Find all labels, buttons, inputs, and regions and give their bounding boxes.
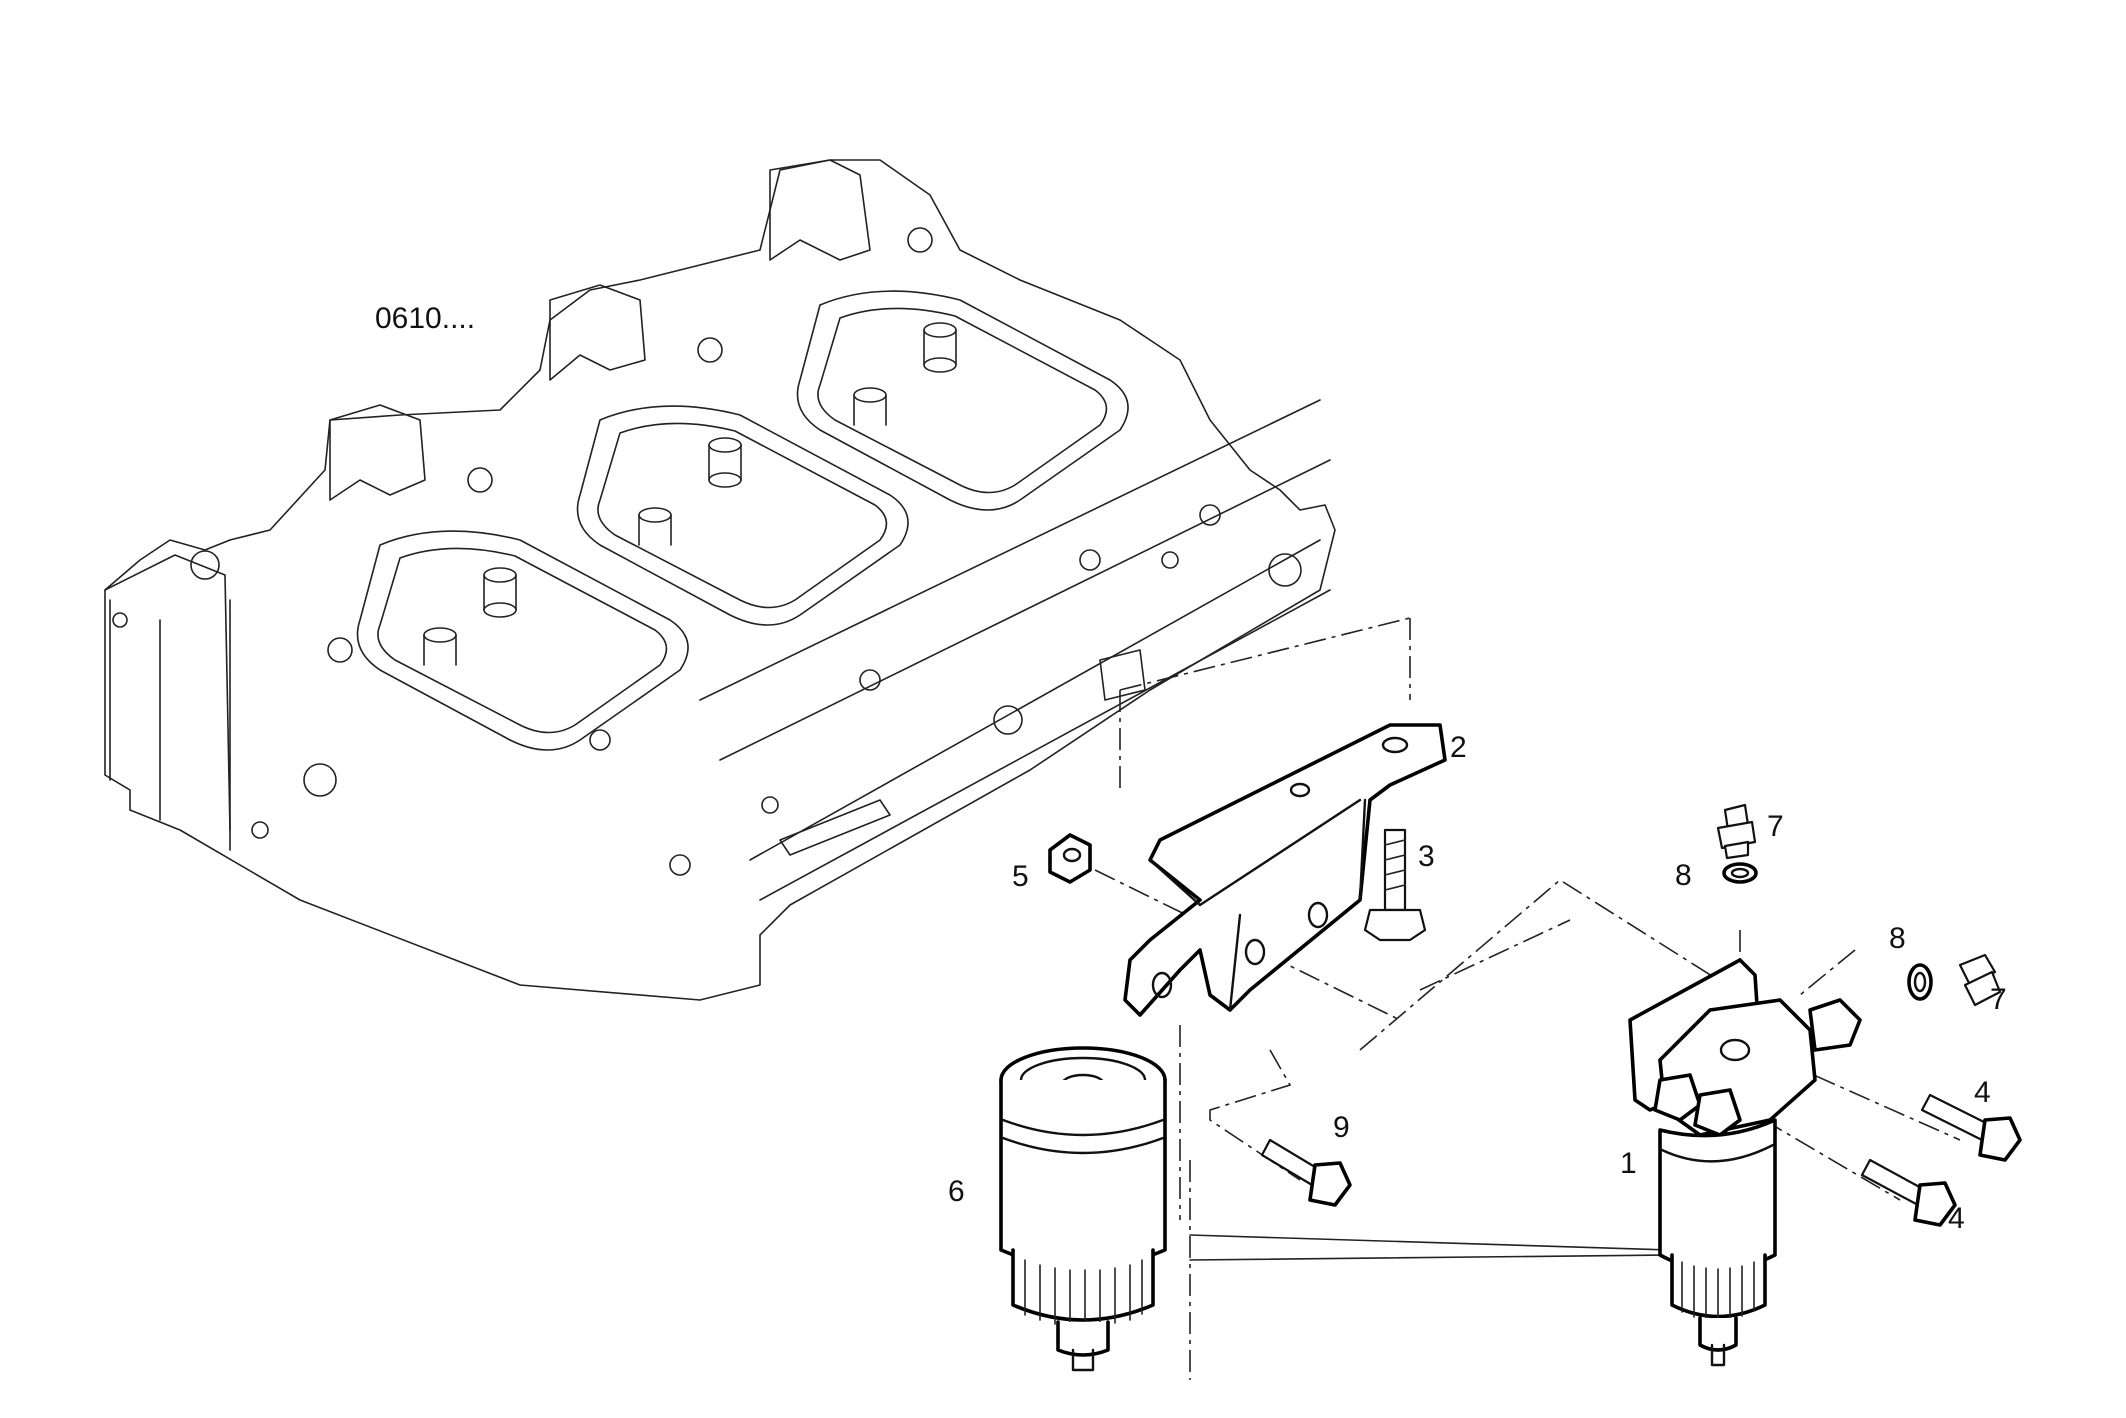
mounting-bracket-part-2 <box>1123 723 1447 1017</box>
bolt-part-4-upper <box>1920 1093 2022 1162</box>
callout-3: 3 <box>1418 840 1435 873</box>
callout-1: 1 <box>1620 1147 1637 1180</box>
callout-4-upper: 4 <box>1974 1076 1991 1109</box>
callout-8-top: 8 <box>1675 859 1692 892</box>
filter-cartridge-part-6 <box>999 1046 1167 1372</box>
callout-2: 2 <box>1450 731 1467 764</box>
valve-bosses <box>423 322 957 666</box>
bolt-part-4-lower <box>1860 1158 1957 1227</box>
fitting-part-7-top <box>1716 803 1757 860</box>
callout-7-right: 7 <box>1990 983 2007 1016</box>
callout-9: 9 <box>1333 1111 1350 1144</box>
callout-4-lower: 4 <box>1948 1202 1965 1235</box>
fuel-filter-assembly-part-1 <box>1628 958 1862 1367</box>
head-bolt-holes <box>112 227 1302 876</box>
washer-part-8-top <box>1722 862 1758 884</box>
cylinder-head-drawing <box>104 159 1336 1001</box>
stud-bolt-part-3 <box>1363 828 1427 942</box>
assembly-reference-label: 0610.... <box>375 302 475 335</box>
callout-5: 5 <box>1012 860 1029 893</box>
callout-7-top: 7 <box>1767 810 1784 843</box>
washer-part-8-right <box>1907 963 1933 1001</box>
bolt-part-9 <box>1260 1138 1352 1207</box>
callout-6: 6 <box>948 1175 965 1208</box>
callout-8-right: 8 <box>1889 922 1906 955</box>
fitting-part-7-right <box>1958 953 2002 1007</box>
nut-part-5 <box>1048 833 1092 884</box>
